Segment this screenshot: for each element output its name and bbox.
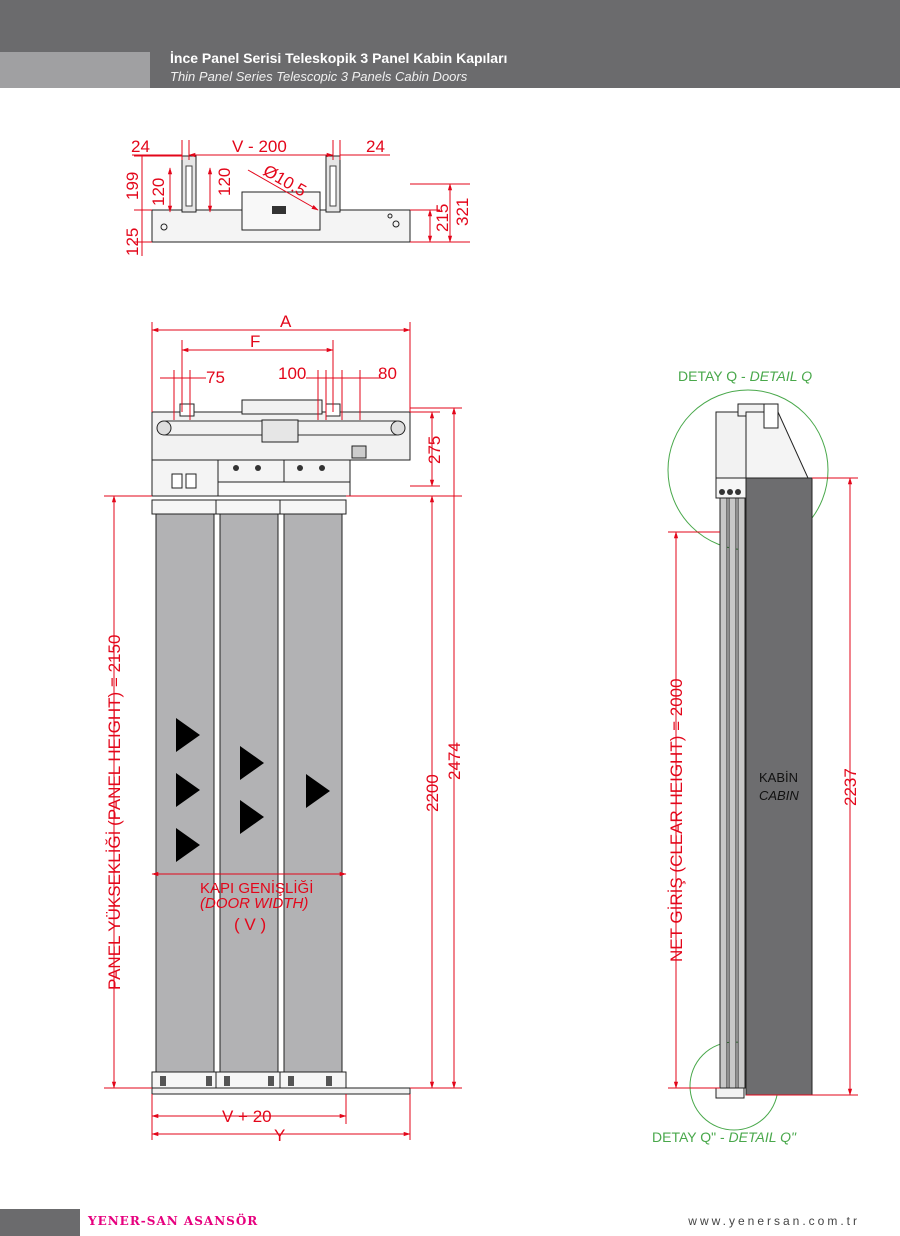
brand-logo: YENER-SAN ASANSÖR xyxy=(88,1214,259,1228)
sill xyxy=(151,1087,411,1095)
clear-height-label: NET GİRİŞ (CLEAR HEIGHT) = 2000 xyxy=(667,678,686,962)
detail-q2-label: DETAY Q" - DETAIL Q" xyxy=(652,1129,797,1145)
footer-accent xyxy=(0,1209,80,1236)
side-view: DETAY Q - DETAIL Q DETAY Q" - DETAIL Q" … xyxy=(652,368,860,1145)
direction-arrow-icon xyxy=(176,828,200,862)
dim-a: A xyxy=(280,312,292,331)
cabin-label: KABİN xyxy=(759,770,798,785)
side-panel-2 xyxy=(728,497,737,1089)
front-view: A F 75 100 80 275 2200 2474 PANEL YÜKSEK… xyxy=(104,312,464,1145)
dim-2200: 2200 xyxy=(423,774,442,812)
side-panel-1 xyxy=(719,497,728,1089)
dim-321: 321 xyxy=(453,198,472,226)
direction-arrow-icon xyxy=(240,800,264,834)
side-panel-3 xyxy=(737,497,746,1089)
website-link[interactable]: www.yenersan.com.tr xyxy=(688,1214,860,1228)
page-title: İnce Panel Serisi Teleskopik 3 Panel Kab… xyxy=(170,50,508,66)
panel-height-label: PANEL YÜKSEKLİĞİ (PANEL HEIGHT) = 2150 xyxy=(105,635,124,990)
dim-2474: 2474 xyxy=(445,742,464,780)
detail-q-label: DETAY Q - DETAIL Q xyxy=(678,368,812,384)
door-panel-2 xyxy=(219,504,279,1084)
header-bar xyxy=(0,0,900,88)
dim-275: 275 xyxy=(425,436,444,464)
door-width-v: ( V ) xyxy=(234,915,266,934)
door-width-label: KAPI GENİŞLİĞİ xyxy=(200,879,313,897)
cabin-label-en: CABIN xyxy=(759,788,799,803)
dim-f: F xyxy=(250,332,260,351)
direction-arrow-icon xyxy=(176,773,200,807)
dim-199: 199 xyxy=(123,172,142,200)
dim-24-left: 24 xyxy=(131,137,150,156)
dim-24-right: 24 xyxy=(366,137,385,156)
top-view: 24 V - 200 24 Ø10.5 199 120 120 125 215 … xyxy=(123,137,472,256)
dim-215: 215 xyxy=(433,204,452,232)
dim-75: 75 xyxy=(206,368,225,387)
direction-arrow-icon xyxy=(240,746,264,780)
dim-100: 100 xyxy=(278,364,306,383)
dim-120-left: 120 xyxy=(149,178,168,206)
dim-v-minus-200: V - 200 xyxy=(232,137,287,156)
direction-arrow-icon xyxy=(306,774,330,808)
dim-125: 125 xyxy=(123,228,142,256)
cabin-wall xyxy=(745,477,813,1096)
dim-y: Y xyxy=(274,1126,285,1145)
page-subtitle: Thin Panel Series Telescopic 3 Panels Ca… xyxy=(170,69,468,84)
dim-2237: 2237 xyxy=(841,768,860,806)
dim-v-plus-20: V + 20 xyxy=(222,1107,272,1126)
dim-80: 80 xyxy=(378,364,397,383)
header-accent xyxy=(0,52,150,88)
door-width-label-en: (DOOR WIDTH) xyxy=(200,895,308,912)
direction-arrow-icon xyxy=(176,718,200,752)
dim-120-right: 120 xyxy=(215,168,234,196)
